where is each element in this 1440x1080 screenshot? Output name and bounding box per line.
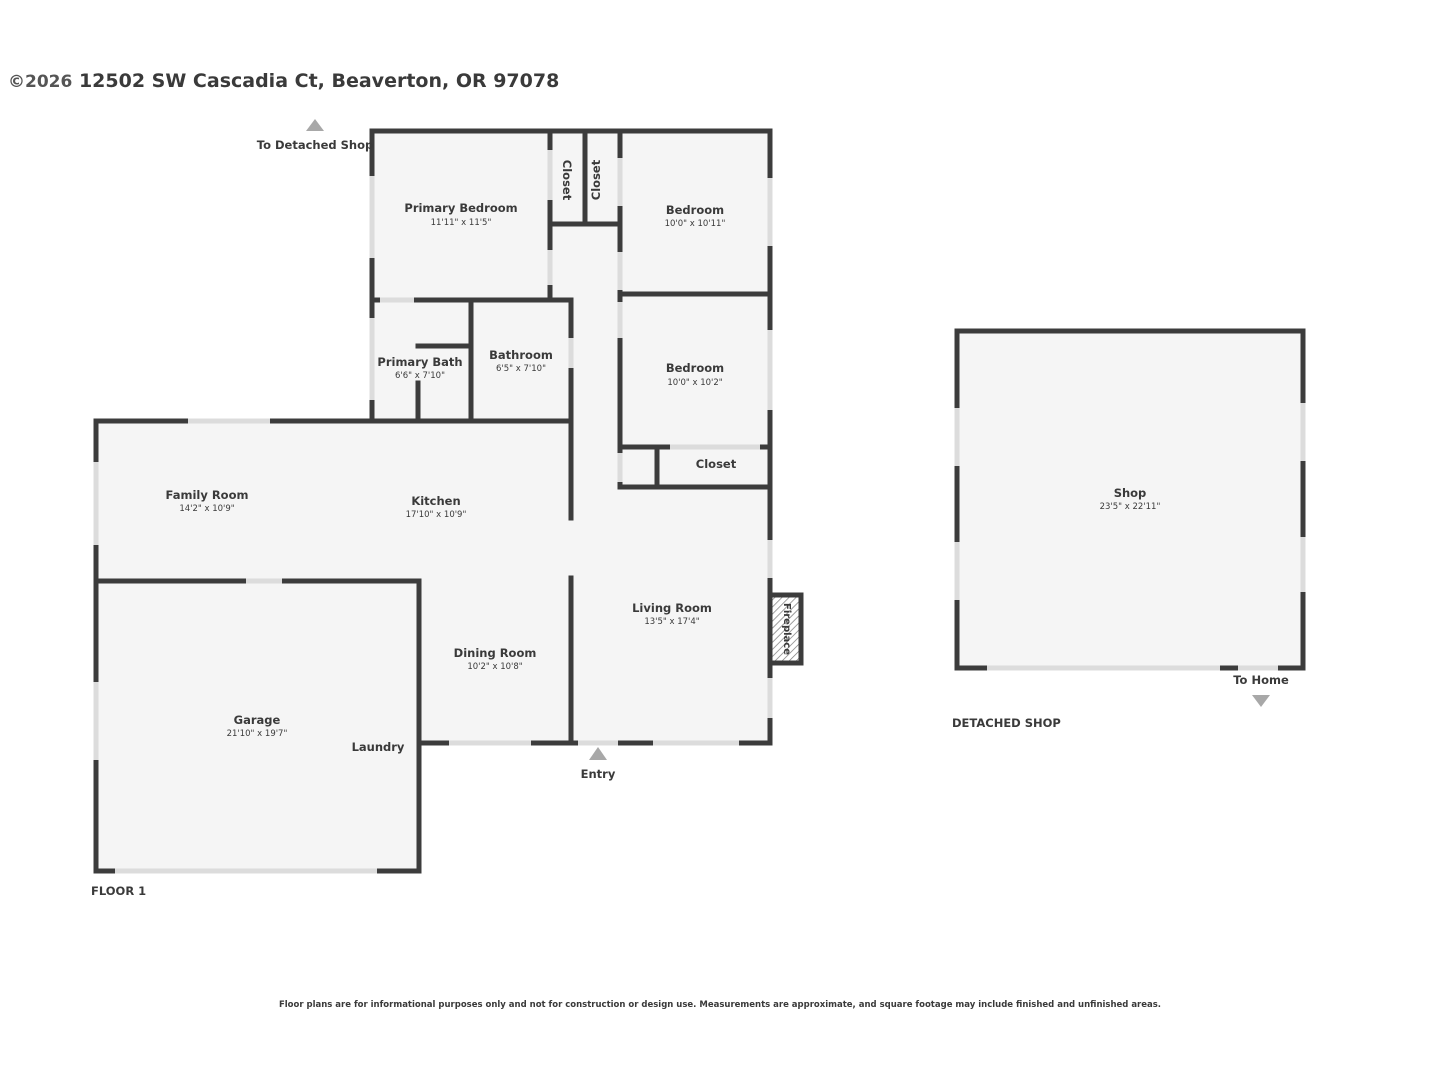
room-dim-garage: 21'10" x 19'7" — [227, 729, 288, 739]
room-dim-kitchen: 17'10" x 10'9" — [406, 510, 467, 520]
floor-1-label: FLOOR 1 — [91, 884, 146, 898]
room-dim-living-room: 13'5" x 17'4" — [644, 617, 699, 627]
disclaimer: Floor plans are for informational purpos… — [278, 1000, 1162, 1010]
page-title: ©2026 12502 SW Cascadia Ct, Beaverton, O… — [8, 70, 559, 92]
watermark: ©2026 — [8, 72, 73, 92]
room-dim-family-room: 14'2" x 10'9" — [179, 504, 234, 514]
room-name-closet-3: Closet — [696, 457, 737, 471]
windows — [93, 150, 1306, 874]
room-dim-primary-bath: 6'6" x 7'10" — [395, 371, 445, 381]
address: 12502 SW Cascadia Ct, Beaverton, OR 9707… — [78, 70, 560, 92]
room-name-bedroom-1: Bedroom — [666, 203, 724, 217]
to-home-label: To Home — [1233, 673, 1289, 687]
entry-arrow-icon — [589, 747, 607, 760]
room-dim-shop: 23'5" x 22'11" — [1100, 502, 1161, 512]
room-name-closet-2: Closet — [589, 159, 603, 200]
to-detached-shop-label: To Detached Shop — [257, 138, 373, 152]
detached-shop-label: DETACHED SHOP — [952, 716, 1061, 730]
room-name-bathroom: Bathroom — [489, 348, 553, 362]
room-name-family-room: Family Room — [166, 488, 249, 502]
room-dim-bedroom-2: 10'0" x 10'2" — [667, 378, 722, 388]
room-name-garage: Garage — [234, 713, 281, 727]
room-name-closet-1: Closet — [560, 160, 574, 201]
entry-label: Entry — [581, 767, 616, 781]
room-name-kitchen: Kitchen — [411, 494, 460, 508]
room-name-living-room: Living Room — [632, 601, 712, 615]
room-dim-bedroom-1: 10'0" x 10'11" — [665, 219, 726, 229]
down-arrow-icon — [1252, 695, 1270, 707]
room-dim-bathroom: 6'5" x 7'10" — [496, 364, 546, 374]
room-dim-dining-room: 10'2" x 10'8" — [467, 662, 522, 672]
room-name-bedroom-2: Bedroom — [666, 361, 724, 375]
room-name-laundry: Laundry — [352, 740, 405, 754]
room-name-dining-room: Dining Room — [454, 646, 537, 660]
fireplace-hatch — [771, 595, 801, 663]
room-fills — [96, 131, 1303, 871]
up-arrow-icon — [306, 119, 324, 131]
room-name-fireplace: Fireplace — [781, 603, 792, 655]
room-dim-primary-bedroom: 11'11" x 11'5" — [431, 218, 492, 228]
room-name-shop: Shop — [1114, 486, 1147, 500]
room-name-primary-bedroom: Primary Bedroom — [404, 201, 517, 215]
room-name-primary-bath: Primary Bath — [377, 355, 462, 369]
